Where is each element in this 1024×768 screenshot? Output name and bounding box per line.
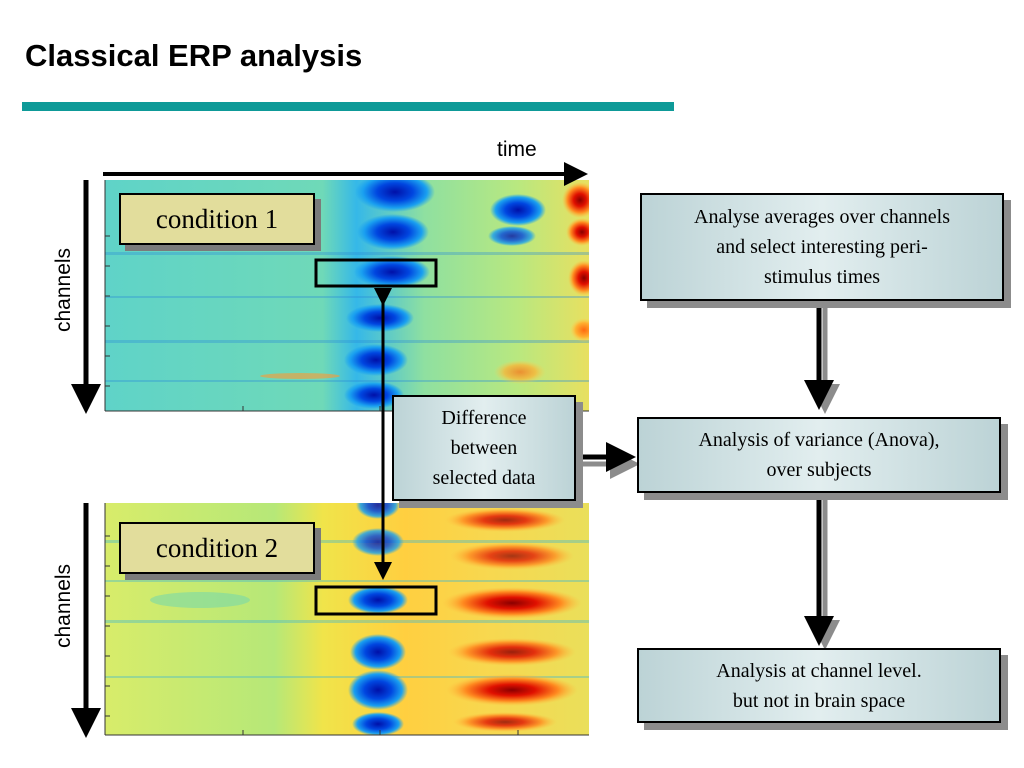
averages-line-3: stimulus times [763,266,881,288]
title-underline [22,102,674,111]
channel-level-line-1: Analysis at channel level. [716,659,922,682]
selection-rect-condition-2 [314,585,438,616]
anova-line-2: over subjects [766,459,872,481]
condition-2-label: condition 2 [119,522,315,574]
condition-1-label: condition 1 [119,193,315,245]
averages-box: Analyse averages over channels and selec… [640,193,1004,301]
time-axis-label: time [497,138,537,161]
averages-line-1: Analyse averages over channels [694,206,950,228]
anova-box: Analysis of variance (Anova), over subje… [637,417,1001,493]
selection-rect-condition-1 [314,258,438,288]
page-title: Classical ERP analysis [25,38,363,73]
channel-level-box: Analysis at channel level. but not in br… [637,648,1001,723]
averages-line-2: and select interesting peri- [716,236,928,258]
difference-line-2: between [450,437,518,459]
difference-line-1: Difference [441,407,527,429]
difference-line-3: selected data [432,467,536,489]
difference-box: Difference between selected data [392,395,576,501]
channel-level-line-2: but not in brain space [732,689,906,712]
anova-line-1: Analysis of variance (Anova), [698,429,940,451]
